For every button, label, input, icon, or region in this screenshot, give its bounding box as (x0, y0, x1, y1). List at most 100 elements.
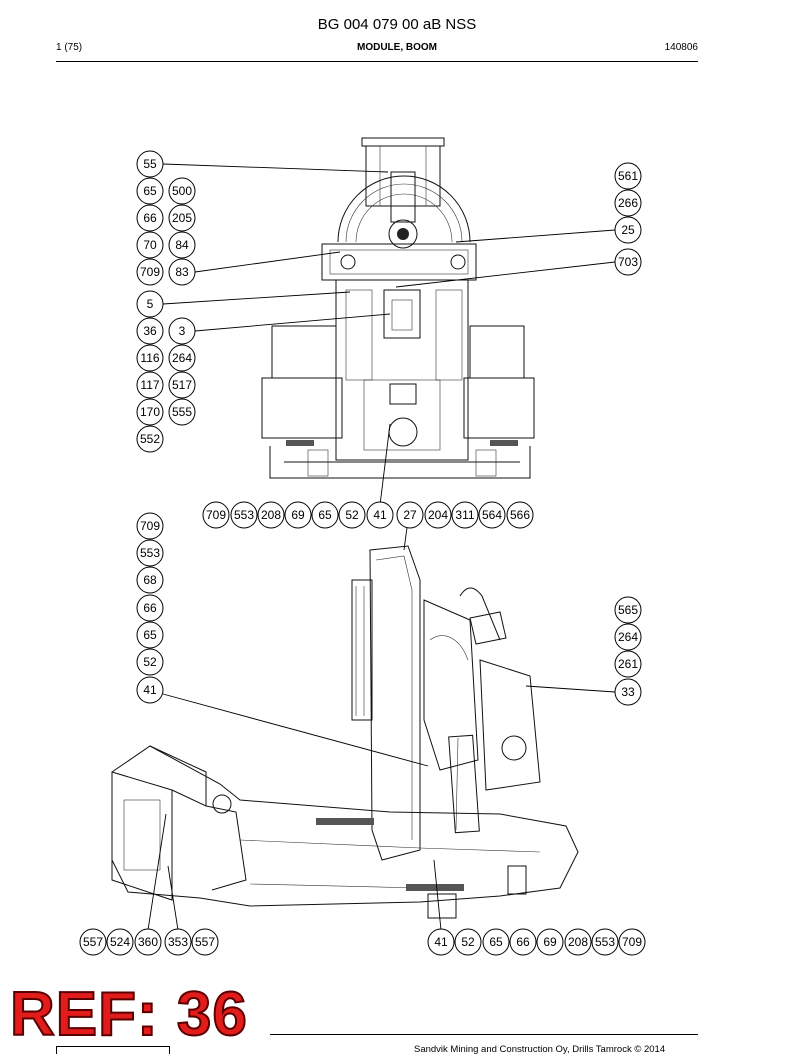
callout-bubble: 703 (614, 248, 642, 276)
callout-bubble: 553 (591, 928, 619, 956)
document-date: 140806 (664, 42, 698, 53)
leader-lines (147, 163, 616, 931)
callout-bubble: 553 (136, 539, 164, 567)
callouts-middle-row: 709 553 208 69 65 52 41 27 204 311 564 5… (202, 501, 534, 529)
callout-number: 553 (595, 935, 615, 949)
callout-number: 311 (455, 508, 474, 522)
callout-bubble: 52 (338, 501, 366, 529)
callout-bubble: 565 (614, 596, 642, 624)
callout-bubble: 65 (136, 621, 164, 649)
callout-number: 36 (143, 324, 157, 338)
callouts-bottom-row-right: 41 52 65 66 69 208 553 709 (427, 928, 646, 956)
callout-number: 557 (195, 935, 215, 949)
footer-copyright: Sandvik Mining and Construction Oy, Dril… (414, 1044, 666, 1055)
callout-bubble: 66 (136, 594, 164, 622)
callout-number: 83 (175, 265, 189, 279)
callout-bubble: 170 (136, 398, 164, 426)
callout-bubble: 353 (164, 928, 192, 956)
callout-number: 264 (618, 630, 638, 644)
callout-number: 33 (621, 685, 635, 699)
header-rule (56, 61, 698, 62)
callout-number: 55 (143, 157, 157, 171)
callout-bubble: 52 (136, 648, 164, 676)
callout-number: 65 (489, 935, 503, 949)
callout-bubble: 116 (136, 344, 164, 372)
callout-number: 208 (261, 508, 281, 522)
callout-bubble: 555 (168, 398, 196, 426)
isometric-boom-illustration (111, 545, 579, 919)
callout-number: 555 (172, 405, 192, 419)
callout-number: 561 (618, 169, 638, 183)
callout-bubble: 261 (614, 650, 642, 678)
callouts-bottom-right-column: 565 264 261 33 (614, 596, 642, 706)
callout-number: 208 (568, 935, 588, 949)
callouts-top-right: 561 266 25 703 (614, 162, 642, 276)
callout-number: 41 (434, 935, 448, 949)
callout-bubble: 266 (614, 189, 642, 217)
callouts-bottom-row-left: 557 524 360 353 557 (79, 928, 219, 956)
callout-bubble: 3 (168, 317, 196, 345)
callout-bubble: 25 (614, 216, 642, 244)
callout-bubble: 41 (136, 676, 164, 704)
callout-number: 266 (618, 196, 638, 210)
callout-number: 709 (206, 508, 226, 522)
page-number: 1 (75) (56, 42, 83, 53)
callout-number: 565 (618, 603, 638, 617)
callout-number: 170 (140, 405, 160, 419)
callout-number: 205 (172, 211, 192, 225)
callout-number: 552 (140, 432, 160, 446)
callout-number: 70 (143, 238, 157, 252)
callout-bubble: 208 (257, 501, 285, 529)
callout-number: 65 (143, 184, 157, 198)
callout-bubble: 564 (478, 501, 506, 529)
callout-number: 360 (138, 935, 158, 949)
callouts-bottom-left-column: 709 553 68 66 65 52 41 (136, 512, 164, 704)
callout-number: 66 (516, 935, 530, 949)
callout-number: 66 (143, 211, 157, 225)
callout-bubble: 66 (509, 928, 537, 956)
callout-number: 709 (140, 519, 160, 533)
callout-number: 66 (143, 601, 157, 615)
callout-bubble: 264 (168, 344, 196, 372)
callout-bubble: 83 (168, 258, 196, 286)
callout-number: 116 (140, 351, 159, 365)
callout-bubble: 709 (202, 501, 230, 529)
callout-bubble: 65 (482, 928, 510, 956)
callout-number: 84 (175, 238, 189, 252)
callout-bubble: 500 (168, 177, 196, 205)
callout-number: 709 (140, 265, 160, 279)
callout-bubble: 68 (136, 566, 164, 594)
callout-bubble: 27 (396, 501, 424, 529)
callout-bubble: 5 (136, 290, 164, 318)
callout-number: 25 (621, 223, 635, 237)
callout-number: 709 (622, 935, 642, 949)
callout-bubble: 70 (136, 231, 164, 259)
callout-number: 557 (83, 935, 103, 949)
callout-bubble: 36 (136, 317, 164, 345)
callout-bubble: 517 (168, 371, 196, 399)
callout-bubble: 66 (136, 204, 164, 232)
callout-number: 564 (482, 508, 502, 522)
callout-bubble: 204 (424, 501, 452, 529)
callout-bubble: 566 (506, 501, 534, 529)
callout-bubble: 553 (230, 501, 258, 529)
callout-bubble: 69 (536, 928, 564, 956)
callouts-top-left: 55 65 500 66 205 70 84 709 83 5 36 3 116… (136, 150, 196, 453)
callout-bubble: 117 (136, 371, 164, 399)
callout-number: 52 (461, 935, 475, 949)
callout-bubble: 69 (284, 501, 312, 529)
callout-bubble: 205 (168, 204, 196, 232)
callout-number: 703 (618, 255, 638, 269)
callout-number: 3 (179, 324, 186, 338)
callout-bubble: 55 (136, 150, 164, 178)
callout-number: 500 (172, 184, 192, 198)
callout-number: 353 (168, 935, 188, 949)
callout-number: 204 (428, 508, 448, 522)
callout-number: 5 (147, 297, 154, 311)
callout-number: 524 (110, 935, 130, 949)
callout-number: 41 (373, 508, 387, 522)
callout-bubble: 311 (451, 501, 479, 529)
callout-number: 68 (143, 573, 157, 587)
callout-bubble: 709 (618, 928, 646, 956)
callout-number: 69 (291, 508, 305, 522)
